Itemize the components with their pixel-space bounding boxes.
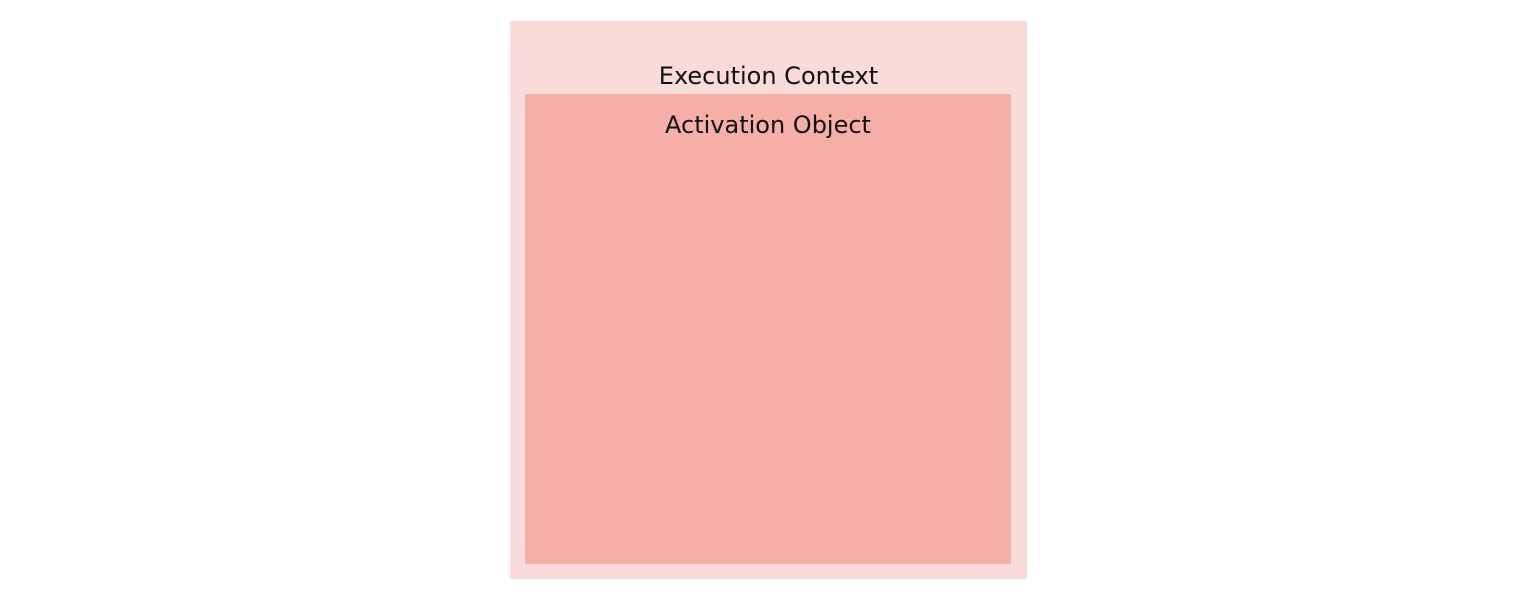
execution-context-box: Execution Context Activation Object	[510, 21, 1027, 579]
activation-object-box: Activation Object	[525, 94, 1011, 564]
execution-context-label: Execution Context	[658, 62, 879, 90]
activation-object-label: Activation Object	[665, 111, 871, 139]
